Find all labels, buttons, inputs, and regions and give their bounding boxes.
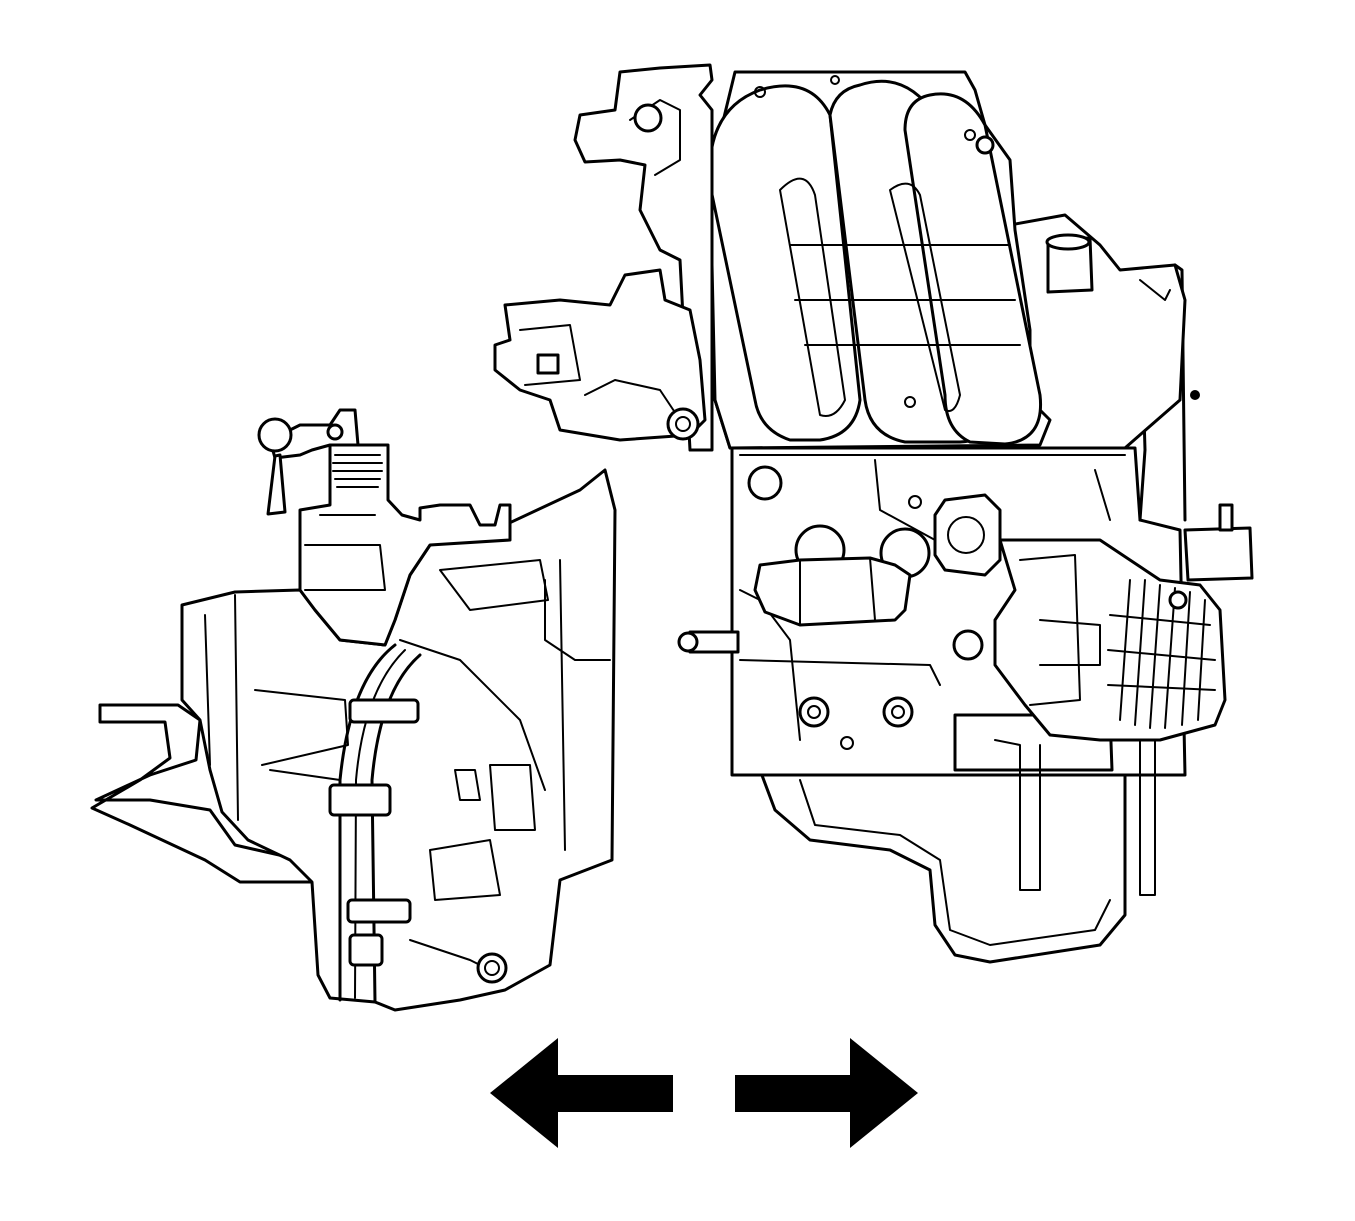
alternator-fins xyxy=(1107,614,1216,691)
cylinder-block-rib xyxy=(739,589,801,741)
transaxle-clamp xyxy=(348,933,384,967)
manifold-sensor-cap xyxy=(1045,233,1091,251)
transaxle-housing-contour xyxy=(204,614,211,766)
transaxle-housing-contour xyxy=(254,689,349,766)
arrow-right-icon xyxy=(735,1038,918,1148)
manifold-stud xyxy=(975,135,995,155)
transaxle-drain-plug xyxy=(476,952,508,984)
transaxle-housing-contour xyxy=(559,559,566,851)
starter-motor xyxy=(753,556,912,627)
transaxle-rib xyxy=(454,769,481,801)
shift-actuator-spring xyxy=(332,454,383,488)
oil-dipstick-tube xyxy=(1173,263,1187,522)
oil-pan xyxy=(758,768,1127,964)
transaxle-housing-contour xyxy=(234,594,239,821)
arrow-left-icon xyxy=(490,1038,673,1148)
transaxle-top-housing xyxy=(298,443,512,647)
block-bolt xyxy=(840,736,854,750)
throttle-body-connector xyxy=(536,353,560,375)
manifold-bolt xyxy=(830,75,840,85)
transaxle-rib xyxy=(429,839,501,901)
alternator xyxy=(993,538,1227,742)
block-dowel-pin-end xyxy=(677,631,699,653)
intake-runner-slot xyxy=(779,177,846,417)
intake-manifold xyxy=(493,63,1200,452)
dipstick-handle xyxy=(1139,279,1171,301)
cylinder-block-rib xyxy=(1094,469,1111,521)
throttle-body-bolt-inner xyxy=(675,416,691,432)
shift-lever-bolt xyxy=(326,423,344,441)
transaxle-clamp xyxy=(328,783,392,817)
block-boss-inner xyxy=(891,705,905,719)
transaxle-housing-contour xyxy=(544,579,611,661)
oil-pan-contour xyxy=(799,779,1111,946)
transaxle-rib xyxy=(489,764,536,831)
separation-arrows xyxy=(490,1038,918,1148)
starter-motor-detail xyxy=(799,557,876,626)
intake-runner-slot xyxy=(889,182,961,412)
manifold-bolt xyxy=(964,129,976,141)
shift-lever-shaft xyxy=(266,453,287,516)
transaxle-housing-contour xyxy=(439,559,549,611)
intake-runner xyxy=(708,84,862,442)
block-boss xyxy=(882,696,914,728)
cylinder-block-rib xyxy=(739,659,941,686)
throttle-body-detail xyxy=(519,324,581,386)
transaxle-housing-contour xyxy=(399,639,546,791)
alternator-pulley-bolt xyxy=(1168,590,1188,610)
manifold-bolt xyxy=(904,396,916,408)
transaxle-top-housing-detail xyxy=(304,544,386,591)
alternator-housing-line xyxy=(1039,619,1101,666)
cylinder-block-rib xyxy=(874,459,936,541)
throttle-body-detail xyxy=(584,379,681,421)
engine-mount-stud xyxy=(1218,503,1234,532)
block-boss xyxy=(798,696,830,728)
block-lower-flange-detail xyxy=(994,739,1041,891)
transaxle-drain-plug-inner xyxy=(484,960,500,976)
alternator-housing-line xyxy=(1019,554,1081,706)
intake-runner xyxy=(903,92,1043,446)
manifold-crossbar xyxy=(789,244,1021,346)
shift-lever xyxy=(268,408,360,460)
transaxle-clamp xyxy=(346,898,412,924)
block-boss-inner xyxy=(807,705,821,719)
manifold-bolt xyxy=(754,86,766,98)
throttle-body-bolt xyxy=(666,407,700,441)
block-bolt xyxy=(908,495,922,509)
transaxle-clamp xyxy=(348,698,420,724)
water-outlet-flange xyxy=(933,493,1002,577)
shift-lever-knob xyxy=(257,417,293,453)
transaxle xyxy=(90,408,617,1012)
block-freeze-plug xyxy=(747,465,783,501)
engine-mount-bracket xyxy=(1183,526,1254,582)
throttle-body-sensor xyxy=(633,103,663,133)
block-boss xyxy=(952,629,984,661)
water-outlet-port xyxy=(947,516,985,554)
transaxle-housing-contour xyxy=(269,769,341,781)
block-dot xyxy=(1190,390,1200,400)
